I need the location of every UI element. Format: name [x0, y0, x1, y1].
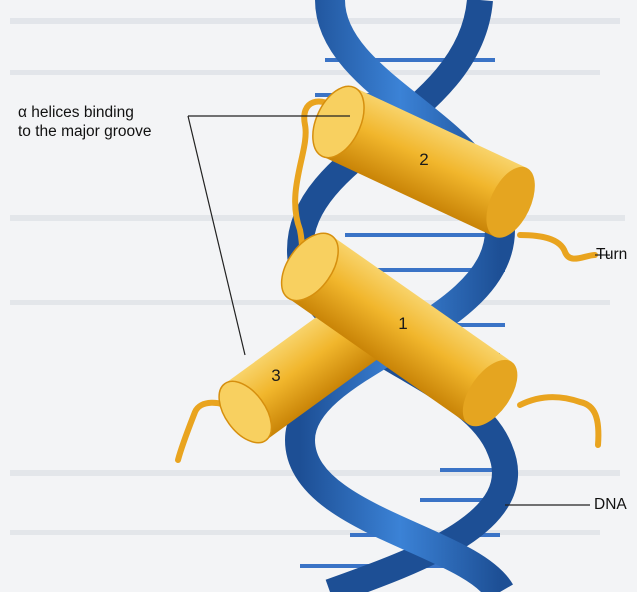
tail-right — [520, 397, 598, 445]
label-turn: Turn — [596, 246, 627, 264]
helix-number-1: 1 — [393, 314, 413, 334]
helix-number-2: 2 — [414, 150, 434, 170]
turn-loop — [520, 235, 595, 259]
label-alpha-helices-line2: to the major groove — [18, 123, 152, 141]
helix-number-3: 3 — [266, 366, 286, 386]
label-dna: DNA — [594, 496, 627, 514]
label-alpha-helices-line1: α helices binding — [18, 104, 134, 122]
